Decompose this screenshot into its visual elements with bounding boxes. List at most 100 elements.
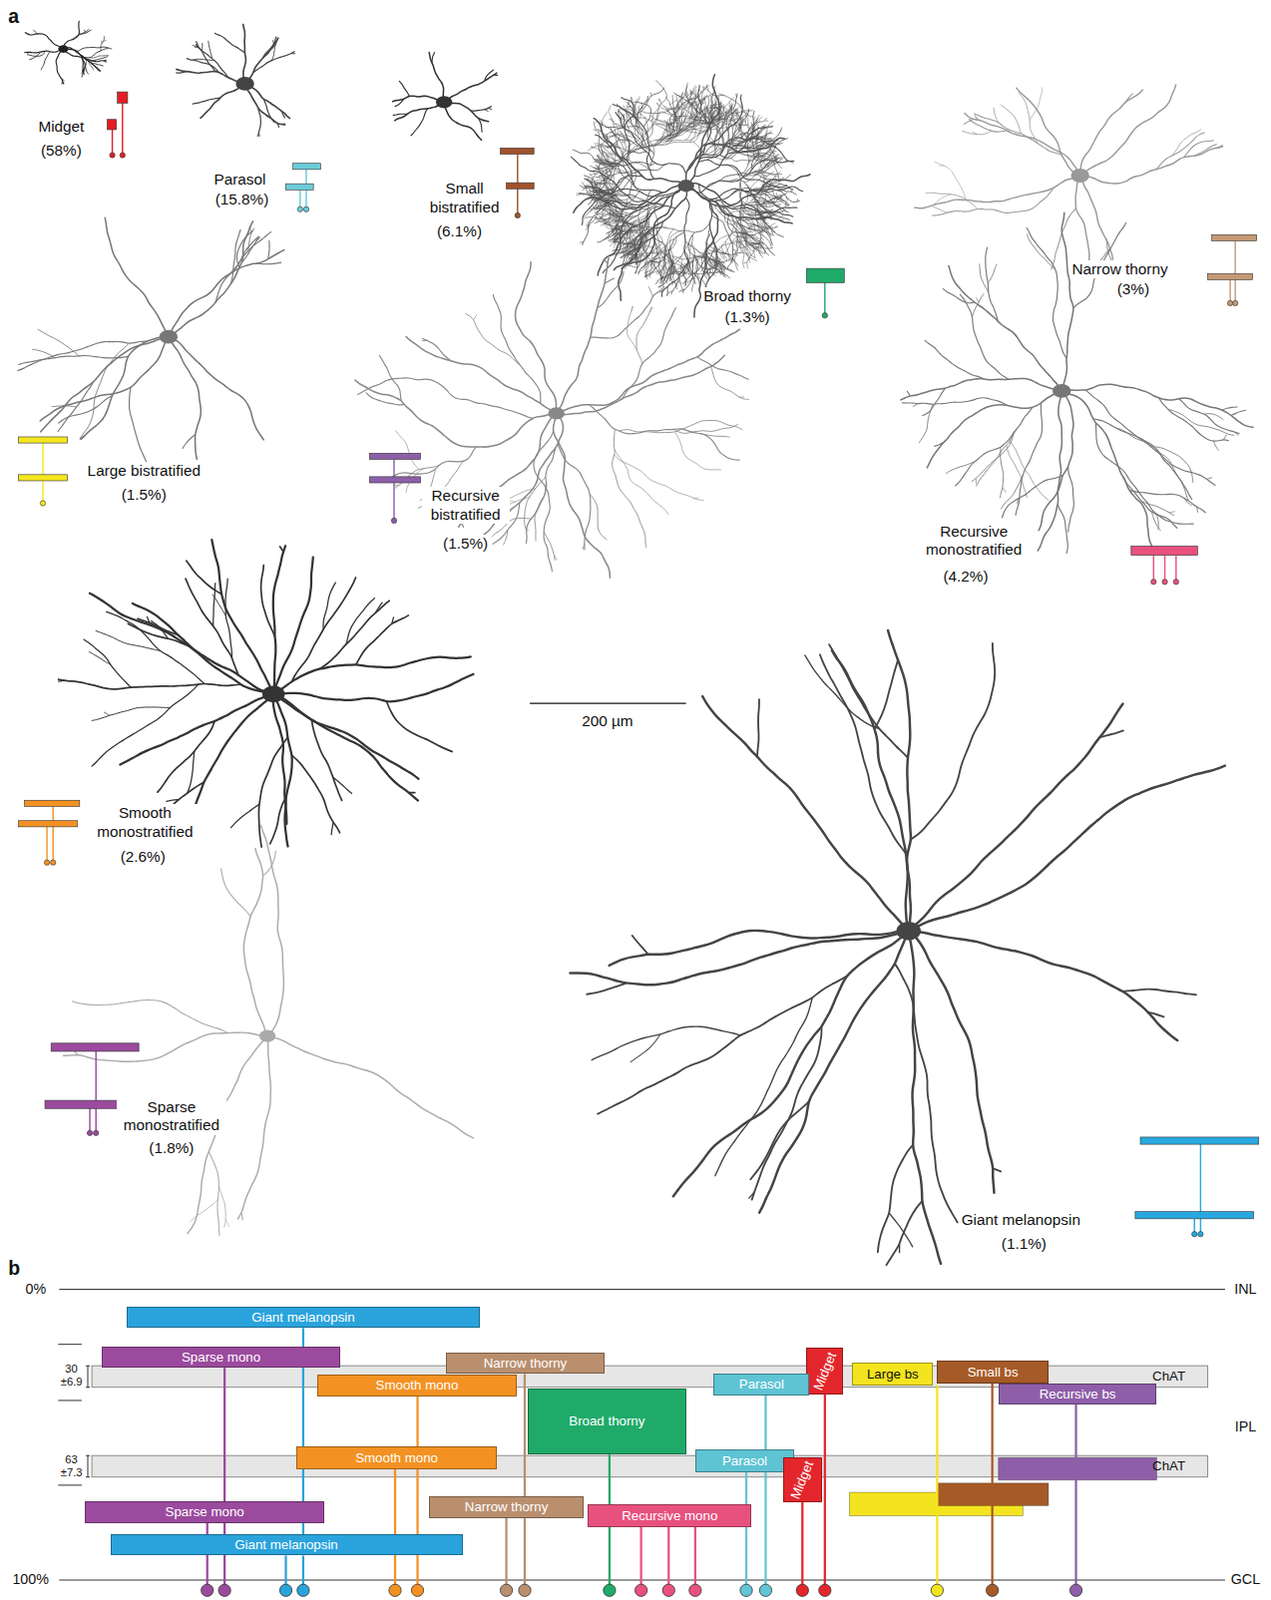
icon-soma (1173, 579, 1179, 585)
dendrite (985, 247, 999, 322)
dendrite (208, 1152, 220, 1237)
dendrite (591, 146, 600, 151)
dendrite (1194, 144, 1218, 157)
dendrite (1006, 445, 1027, 498)
dendrite (763, 212, 773, 230)
soma (159, 330, 178, 345)
dendrite (76, 46, 111, 51)
dendrite (683, 273, 685, 277)
icon-band (17, 436, 67, 443)
dendrite (58, 396, 113, 424)
dendrite (719, 268, 722, 271)
dendrite (1061, 212, 1074, 389)
dendrite (894, 963, 958, 1223)
figure-label: (4.2%) (942, 567, 988, 586)
icon-soma (391, 517, 397, 523)
dendrite (1171, 129, 1202, 157)
dendrite (743, 253, 745, 269)
dendrite (103, 712, 109, 716)
dendrite (766, 203, 768, 207)
axon-stem (824, 1394, 827, 1586)
dendrite (697, 259, 699, 263)
dendrite (676, 95, 679, 105)
soma-dot (201, 1584, 214, 1597)
axon-stem (284, 1555, 287, 1586)
stratification-stem (416, 1396, 419, 1447)
icon-stem (393, 458, 395, 520)
dendrite (612, 429, 647, 548)
neuron-drawing (900, 212, 1254, 553)
dendrite (57, 382, 94, 432)
dendrite (698, 183, 798, 213)
dendrite (820, 654, 907, 855)
axon-stem (801, 1500, 804, 1586)
dendrite (231, 804, 260, 828)
dendrite (761, 240, 764, 243)
dendrite (560, 355, 726, 415)
figure-label: Large bistratified (87, 461, 201, 480)
axon-stem (745, 1472, 748, 1587)
dendrite (932, 206, 947, 213)
dendrite (942, 289, 974, 304)
dendrite (658, 259, 670, 274)
soma-dot (986, 1584, 999, 1597)
dendrite (674, 86, 697, 109)
dendrite (543, 531, 555, 560)
dendrite (719, 93, 723, 96)
dendrite (628, 226, 644, 250)
dendrite (617, 131, 619, 135)
dendrite (682, 220, 710, 284)
soma (677, 179, 694, 192)
icon-band (17, 821, 77, 828)
box-label: Smooth mono (355, 1450, 438, 1466)
neuron-drawing (570, 74, 811, 318)
dendrite (557, 258, 609, 412)
dendrite (912, 931, 1178, 1041)
dendrite (1231, 410, 1246, 416)
dendrite (697, 357, 749, 381)
dendrite (675, 431, 722, 470)
dendrite (431, 52, 435, 63)
dendrite (908, 933, 941, 1265)
dendrite (776, 193, 779, 197)
dendrite (260, 825, 284, 1034)
dendrite (71, 999, 228, 1033)
dendrite (945, 461, 974, 474)
icon-soma (1227, 300, 1233, 306)
dendrite (742, 171, 775, 219)
figure-label: Midget (37, 117, 84, 136)
icon-band (286, 183, 315, 190)
dendrite (218, 1186, 226, 1229)
dendrite (346, 598, 375, 645)
dendrite (649, 251, 662, 278)
dendrite (594, 175, 634, 213)
dendrite (605, 126, 624, 128)
dendrite (636, 307, 653, 364)
dendrite (594, 142, 597, 146)
figure-label: (58%) (40, 141, 82, 160)
box-label: Midget (788, 1458, 818, 1502)
dendrite (653, 111, 684, 126)
stratification-icon (17, 436, 67, 506)
dendrite (704, 200, 718, 290)
dendrite (887, 630, 911, 928)
neuron-drawing (58, 539, 474, 848)
dendrite (597, 187, 615, 215)
dendrite (764, 171, 781, 203)
dendrite (911, 766, 1225, 930)
dendrite (257, 108, 261, 137)
soma (259, 1030, 276, 1043)
soma (435, 95, 452, 108)
dendrite (137, 618, 178, 635)
dendrite (729, 257, 731, 261)
axon-stem (504, 1518, 507, 1587)
dendrite (926, 393, 1058, 468)
dendrite (690, 272, 724, 275)
dendrite (667, 261, 670, 265)
tick (57, 1399, 82, 1401)
figure-label: (1.3%) (724, 308, 770, 327)
dendrite (271, 1037, 473, 1139)
dendrite (1026, 228, 1067, 359)
dendrite (877, 1145, 913, 1253)
dendrite (632, 935, 649, 955)
